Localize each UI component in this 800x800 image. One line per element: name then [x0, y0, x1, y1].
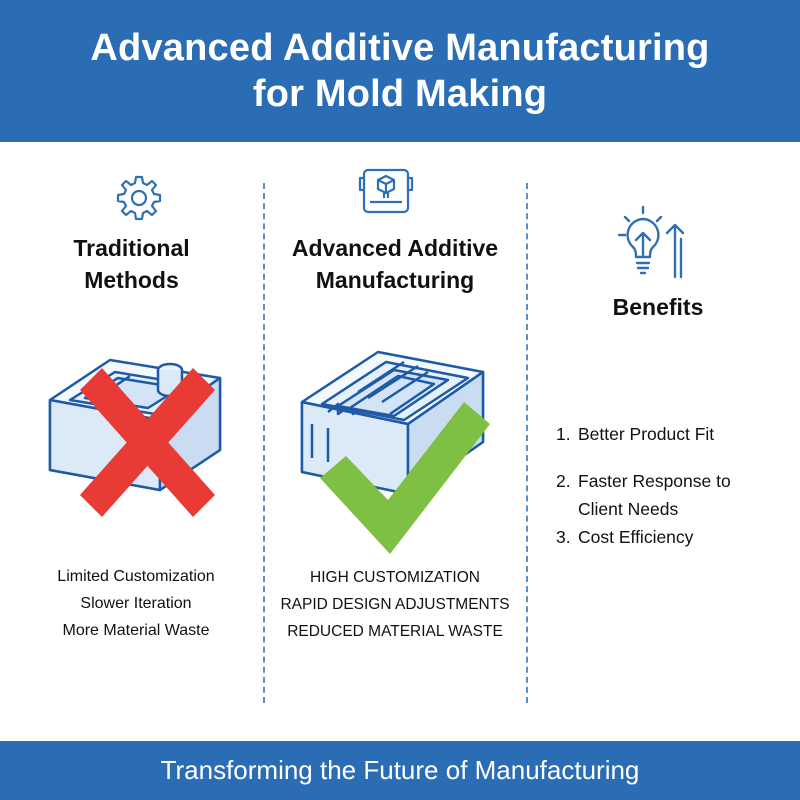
additive-advantages-list: HIGH CUSTOMIZATION RAPID DESIGN ADJUSTME… — [264, 564, 526, 645]
red-cross-icon — [80, 368, 215, 517]
column-additive: Advanced Additive Manufacturing HIGH CUS… — [264, 0, 526, 741]
mold-block-with-red-cross — [48, 358, 222, 517]
3d-printer-icon — [358, 168, 414, 214]
footer-banner: Transforming the Future of Manufacturing — [0, 741, 800, 800]
page-title-line-2: for Mold Making — [252, 73, 548, 115]
list-item: More Material Waste — [62, 622, 210, 639]
column-traditional: Traditional Methods Limited Customizatio… — [0, 0, 263, 741]
column-divider-right — [526, 183, 528, 703]
additive-heading: Advanced Additive Manufacturing — [291, 235, 499, 293]
list-item: REDUCED MATERIAL WASTE — [287, 623, 503, 640]
list-item: HIGH CUSTOMIZATION — [310, 569, 480, 586]
green-check-icon — [320, 402, 490, 554]
column-benefits: Benefits — [527, 0, 800, 741]
list-item: 3. Cost Efficiency — [556, 527, 694, 547]
footer-tagline: Transforming the Future of Manufacturing — [160, 755, 640, 785]
traditional-heading: Traditional Methods — [73, 235, 190, 293]
benefits-heading: Benefits — [612, 294, 704, 320]
header-banner: Advanced Additive Manufacturing for Mold… — [0, 0, 800, 142]
lightbulb-arrows-icon — [617, 205, 685, 279]
benefits-list: 1. Better Product Fit 2. Faster Response… — [556, 420, 768, 551]
mold-block-with-green-check — [300, 350, 490, 554]
list-item: Slower Iteration — [80, 595, 192, 612]
list-item: Limited Customization — [57, 568, 215, 585]
traditional-drawbacks-list: Limited Customization Slower Iteration M… — [0, 563, 272, 644]
column-divider-left — [263, 183, 265, 703]
page-title-line-1: Advanced Additive Manufacturing — [90, 27, 710, 69]
list-item: 1. Better Product Fit — [556, 424, 715, 444]
list-item: RAPID DESIGN ADJUSTMENTS — [280, 596, 510, 613]
gear-icon — [116, 175, 162, 221]
list-item: 2. Faster Response to Client Needs — [556, 471, 731, 519]
